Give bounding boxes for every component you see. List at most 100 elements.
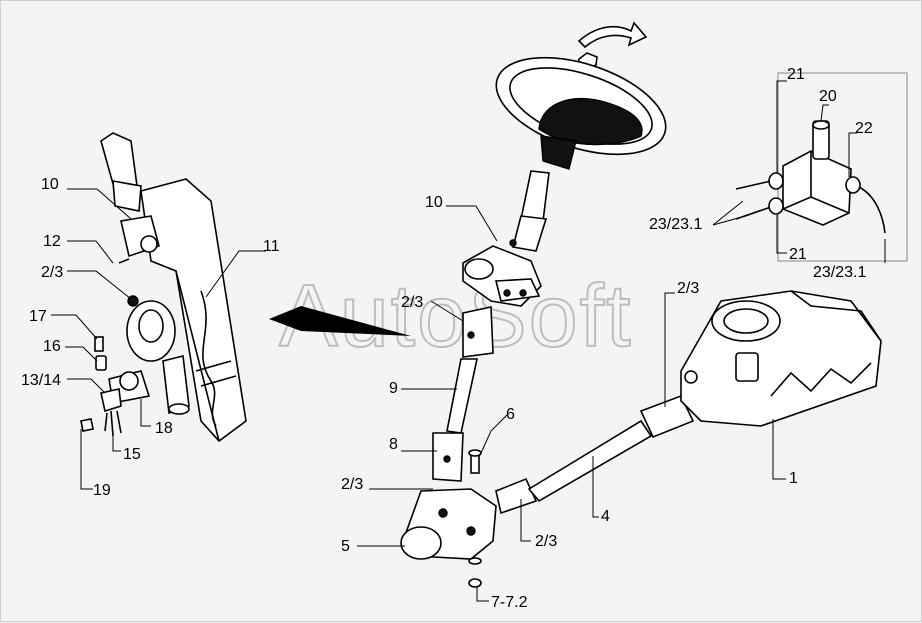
leader-22 [848, 132, 857, 177]
hose-right [858, 186, 886, 234]
yoke-bolt-b [519, 289, 527, 297]
housing-bore [723, 308, 769, 334]
box-yoke [495, 477, 538, 515]
callout-2-3d: 2/3 [535, 533, 557, 550]
shaft-pin [509, 239, 517, 247]
leader-21b [776, 215, 787, 254]
box-bolt-a [438, 508, 448, 518]
leader-6 [480, 414, 508, 454]
leader-10b [446, 205, 498, 242]
callout-18: 18 [155, 420, 173, 437]
column-shaft-upper [520, 170, 550, 222]
callout-22: 22 [855, 120, 873, 137]
nut-7b [468, 578, 482, 588]
part-16 [95, 355, 107, 371]
callout-19: 19 [93, 482, 111, 499]
leader-23-a [712, 200, 744, 226]
leader-2-3a [67, 270, 132, 300]
callout-2-3c: 2/3 [341, 476, 363, 493]
leader-23-b [712, 214, 750, 226]
valve-block-edges [782, 151, 850, 214]
pump-yoke [639, 394, 695, 439]
valve-block [782, 150, 852, 226]
callout-4: 4 [601, 508, 610, 525]
callout-21b: 21 [789, 246, 807, 263]
callout-2-3b: 2/3 [401, 294, 423, 311]
drive-shaft [527, 419, 653, 503]
lower-shaft [162, 355, 190, 415]
detail-frame [777, 72, 908, 262]
leader-lines [51, 80, 886, 602]
screw-19 [80, 418, 94, 432]
box-bolt-b [466, 526, 476, 536]
callout-7-7-2: 7-7.2 [491, 594, 528, 611]
view-arrow [269, 306, 411, 336]
fitting-21-bottom [768, 197, 784, 215]
leader-4 [592, 456, 599, 518]
column-collar [112, 180, 142, 212]
intermediate-shaft [446, 358, 478, 434]
yoke-bolt-a [503, 289, 511, 297]
callout-12: 12 [43, 233, 61, 250]
leader-1 [772, 419, 786, 480]
leader-2-3e [664, 292, 675, 407]
callout-16: 16 [43, 338, 61, 355]
joint-pin [140, 235, 158, 253]
wiring-clips [195, 360, 237, 387]
nut-7a [468, 557, 482, 565]
housing-fitting [684, 370, 698, 384]
detail-view-left [80, 132, 247, 443]
shaft-end [168, 403, 190, 415]
leader-20 [820, 104, 829, 122]
housing-port [735, 352, 759, 382]
column-shaft-mid [512, 215, 548, 252]
fitting-21-top [768, 172, 784, 190]
fitting-22 [845, 176, 861, 194]
leader-11 [205, 250, 266, 298]
callout-1: 1 [789, 470, 798, 487]
bracket-boss [464, 258, 494, 280]
callouts: 10 12 2/3 17 16 13/14 15 18 19 11 10 2/3… [21, 66, 873, 611]
leader-2-3b [430, 300, 464, 322]
housing-fins [770, 362, 872, 397]
valve-housing [680, 290, 882, 427]
callout-20: 20 [819, 88, 837, 105]
leader-7 [476, 587, 489, 602]
callout-10b: 10 [425, 194, 443, 211]
housing-flange [711, 300, 781, 342]
arrow-12 [118, 258, 130, 264]
wheel-hub [538, 97, 643, 146]
callout-17: 17 [29, 308, 47, 325]
leader-10a [67, 188, 132, 220]
joint-bore [138, 309, 164, 343]
switch-body [100, 388, 122, 413]
callout-2-3e: 2/3 [677, 280, 699, 297]
callout-10a: 10 [41, 176, 59, 193]
callout-2-3a: 2/3 [41, 264, 63, 281]
part-17 [94, 336, 104, 352]
leader-19 [80, 429, 93, 490]
callout-15: 15 [123, 446, 141, 463]
callout-13-14: 13/14 [21, 372, 61, 389]
wiring-harness [200, 290, 217, 427]
callout-21a: 21 [787, 66, 805, 83]
bolt-6-head [468, 449, 482, 457]
hoses-left [735, 180, 772, 220]
callout-9: 9 [389, 380, 398, 397]
steering-assembly [400, 21, 882, 588]
hub-cone [540, 135, 577, 170]
callout-8: 8 [389, 436, 398, 453]
callout-11: 11 [263, 238, 280, 255]
leader-15 [112, 431, 121, 452]
clamp-ring [119, 371, 139, 391]
callout-5: 5 [341, 538, 350, 555]
callout-23-23-1a: 23/23.1 [649, 216, 702, 233]
leader-12 [67, 240, 114, 264]
steering-box-cover [400, 526, 442, 560]
u-joint-bolt [467, 331, 475, 339]
leader-18 [140, 399, 151, 427]
callout-23-23-1b: 23/23.1 [813, 264, 866, 281]
detail-view-right [735, 72, 908, 262]
